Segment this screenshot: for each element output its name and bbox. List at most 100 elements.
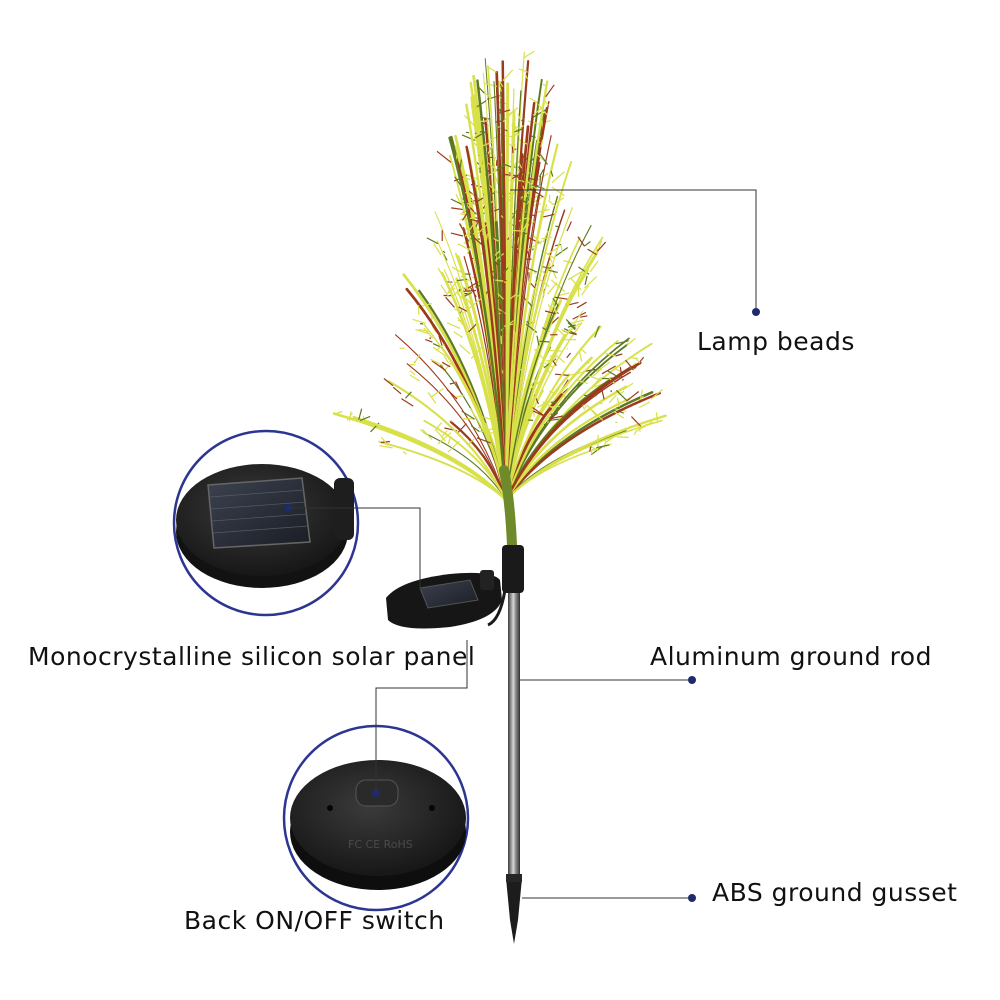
- label-switch: Back ON/OFF switch: [184, 906, 445, 935]
- foliage-twig: [587, 374, 601, 381]
- foliage-twig: [495, 159, 498, 166]
- foliage-twig: [561, 329, 569, 333]
- foliage-twig: [419, 428, 426, 435]
- foliage-twig: [566, 221, 572, 232]
- foliage-twig: [565, 318, 577, 330]
- foliage-twig: [471, 219, 478, 222]
- foliage-twig: [501, 278, 507, 282]
- foliage-twig: [412, 318, 427, 324]
- foliage-twig: [433, 243, 442, 256]
- foliage-twig: [463, 289, 477, 292]
- foliage-twig: [461, 210, 470, 221]
- foliage-twig: [617, 390, 625, 396]
- foliage-twig: [524, 73, 528, 80]
- foliage-branch: [505, 310, 584, 501]
- label-ground-rod: Aluminum ground rod: [650, 642, 932, 671]
- foliage-twig: [492, 236, 498, 240]
- foliage-twig: [401, 398, 414, 407]
- foliage-twig: [470, 425, 480, 433]
- foliage-twig: [615, 353, 623, 357]
- foliage-twig: [541, 270, 548, 278]
- foliage-twig: [522, 220, 535, 230]
- foliage-twig: [558, 292, 570, 297]
- foliage-twig: [451, 266, 462, 273]
- foliage-twig: [463, 242, 467, 245]
- foliage-twig: [531, 248, 534, 251]
- foliage-twig: [488, 66, 498, 73]
- foliage-twig: [531, 240, 543, 249]
- foliage-twig: [437, 432, 452, 445]
- foliage-twig: [469, 287, 477, 298]
- foliage-twig: [621, 378, 624, 381]
- foliage-twig: [362, 420, 371, 427]
- foliage-twig: [358, 408, 363, 420]
- foliage-twig: [571, 319, 585, 324]
- foliage-twig: [536, 335, 540, 346]
- foliage-twig: [543, 213, 556, 218]
- foliage-twig: [464, 224, 474, 238]
- foliage-twig: [536, 208, 550, 213]
- foliage-twig: [460, 217, 473, 220]
- foliage-twig: [524, 232, 527, 235]
- foliage-twig: [430, 388, 444, 398]
- foliage-branch: [493, 81, 507, 501]
- rod-clamp: [502, 545, 524, 593]
- foliage-twig: [540, 154, 548, 165]
- foliage-twig: [566, 352, 572, 359]
- foliage-branch: [504, 125, 515, 502]
- foliage-branch: [352, 415, 508, 502]
- foliage-branch: [423, 419, 507, 501]
- foliage-twig: [443, 356, 450, 364]
- foliage-twig: [650, 389, 663, 400]
- foliage-twig: [464, 291, 473, 297]
- foliage-twig: [613, 410, 625, 419]
- foliage-twig: [628, 366, 634, 371]
- foliage-twig: [616, 397, 620, 408]
- foliage-twig: [566, 347, 569, 350]
- foliage-twig: [551, 186, 565, 197]
- foliage-twig: [488, 431, 497, 434]
- foliage-twig: [441, 361, 451, 368]
- foliage-twig: [626, 337, 636, 346]
- foliage-twig: [510, 229, 525, 232]
- foliage-twig: [551, 171, 565, 183]
- foliage-twig: [434, 422, 443, 432]
- foliage-twig: [532, 105, 544, 116]
- foliage-branch: [504, 361, 642, 502]
- foliage-twig: [481, 140, 495, 147]
- foliage-twig: [626, 391, 640, 402]
- foliage-twig: [584, 241, 591, 247]
- foliage-twig: [447, 287, 456, 294]
- foliage-twig: [519, 197, 528, 204]
- foliage-twig: [402, 451, 407, 455]
- foliage-twig: [589, 260, 599, 273]
- foliage-twig: [601, 365, 616, 375]
- foliage-twig: [413, 353, 421, 364]
- foliage-twig: [549, 412, 559, 420]
- plant-stem: [499, 465, 517, 550]
- foliage-twig: [575, 378, 588, 385]
- foliage-twig: [622, 382, 634, 391]
- foliage-twig: [615, 340, 629, 345]
- foliage-twig: [440, 430, 448, 438]
- foliage-twig: [567, 271, 583, 281]
- foliage-twig: [634, 357, 641, 364]
- foliage-twig: [587, 248, 597, 256]
- foliage-twig: [500, 332, 502, 336]
- foliage-twig: [502, 69, 514, 82]
- lamp-beads-foliage: [332, 50, 667, 502]
- foliage-twig: [655, 412, 659, 423]
- foliage-twig: [552, 302, 557, 314]
- foliage-twig: [484, 92, 490, 98]
- foliage-twig: [469, 319, 473, 322]
- foliage-twig: [636, 423, 641, 432]
- foliage-twig: [542, 401, 555, 410]
- foliage-twig: [451, 207, 465, 211]
- foliage-twig: [511, 146, 514, 154]
- foliage-twig: [425, 339, 433, 343]
- foliage-branch: [448, 136, 508, 502]
- foliage-twig: [550, 401, 558, 404]
- foliage-twig: [522, 185, 528, 198]
- foliage-twig: [404, 391, 412, 399]
- foliage-twig: [548, 269, 558, 273]
